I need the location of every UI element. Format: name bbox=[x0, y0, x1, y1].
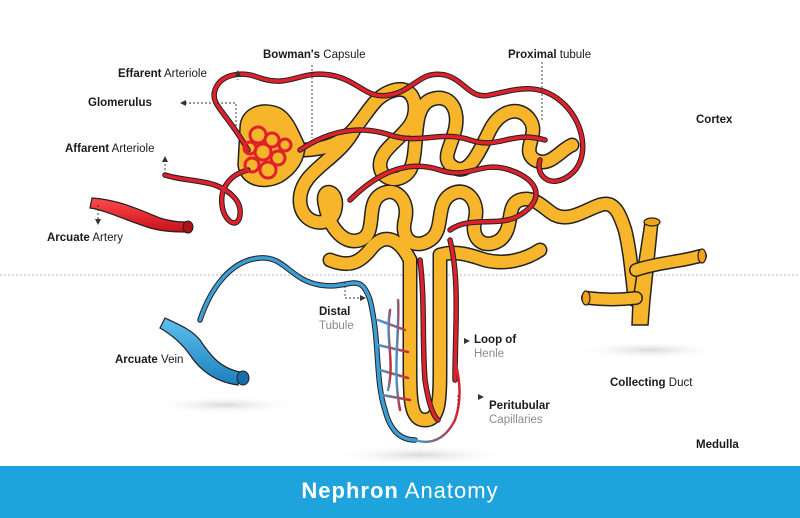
title-light: Anatomy bbox=[404, 478, 499, 503]
shadow bbox=[150, 396, 300, 414]
renal-tubule bbox=[292, 81, 643, 428]
label-peritubular-capillaries: Peritubular Capillaries bbox=[489, 399, 550, 427]
label-bold: Affarent bbox=[65, 143, 110, 155]
arcuate-vein bbox=[159, 317, 250, 386]
title-banner bbox=[0, 466, 800, 518]
label-light: Artery bbox=[92, 232, 124, 244]
label-afferent-arteriole: Affarent Arteriole bbox=[65, 142, 154, 156]
label-light: Henle bbox=[474, 348, 505, 360]
label-efferent-arteriole: Effarent Arteriole bbox=[118, 67, 207, 81]
label-bold: Collecting bbox=[610, 377, 666, 389]
collecting-duct bbox=[581, 217, 707, 326]
title-bold: Nephron bbox=[301, 478, 399, 503]
venous-vessels bbox=[197, 255, 461, 444]
label-bold: Arcuate bbox=[47, 232, 90, 244]
label-arcuate-vein: Arcuate Vein bbox=[115, 353, 183, 367]
shadow bbox=[330, 445, 510, 465]
shadow bbox=[575, 341, 725, 359]
zone-medulla: Medulla bbox=[696, 439, 739, 451]
diagram-title: Nephron Anatomy bbox=[0, 478, 800, 504]
label-bold: Bowman's bbox=[263, 49, 321, 61]
label-bold: Proximal bbox=[508, 49, 557, 61]
label-proximal-tubule: Proximal tubule bbox=[508, 48, 591, 62]
label-light: Arteriole bbox=[111, 143, 155, 155]
label-bold: Glomerulus bbox=[88, 97, 152, 109]
label-glomerulus: Glomerulus bbox=[88, 96, 152, 110]
label-light: tubule bbox=[559, 49, 592, 61]
label-bowmans-capsule: Bowman's Capsule bbox=[263, 48, 365, 62]
label-bold: Arcuate bbox=[115, 354, 158, 366]
label-bold: Loop of bbox=[474, 334, 517, 346]
label-light: Tubule bbox=[319, 320, 354, 332]
label-light: Capsule bbox=[323, 49, 366, 61]
leader-arrowheads bbox=[95, 70, 484, 400]
leader-lines bbox=[97, 62, 543, 408]
glomerulus bbox=[242, 125, 293, 180]
label-distal-tubule: Distal Tubule bbox=[319, 305, 354, 333]
label-light: Vein bbox=[161, 354, 184, 366]
zone-cortex: Cortex bbox=[696, 114, 733, 126]
label-loop-of-henle: Loop of Henle bbox=[474, 333, 516, 361]
label-bold: Distal bbox=[319, 306, 351, 318]
label-light: Arteriole bbox=[164, 68, 207, 80]
label-arcuate-artery: Arcuate Artery bbox=[47, 231, 123, 245]
label-bold: Peritubular bbox=[489, 400, 550, 412]
label-bold: Effarent bbox=[118, 68, 162, 80]
label-light: Capillaries bbox=[489, 414, 543, 426]
arcuate-artery bbox=[89, 197, 194, 234]
label-light: Duct bbox=[668, 377, 693, 389]
label-collecting-duct: Collecting Duct bbox=[610, 376, 692, 390]
